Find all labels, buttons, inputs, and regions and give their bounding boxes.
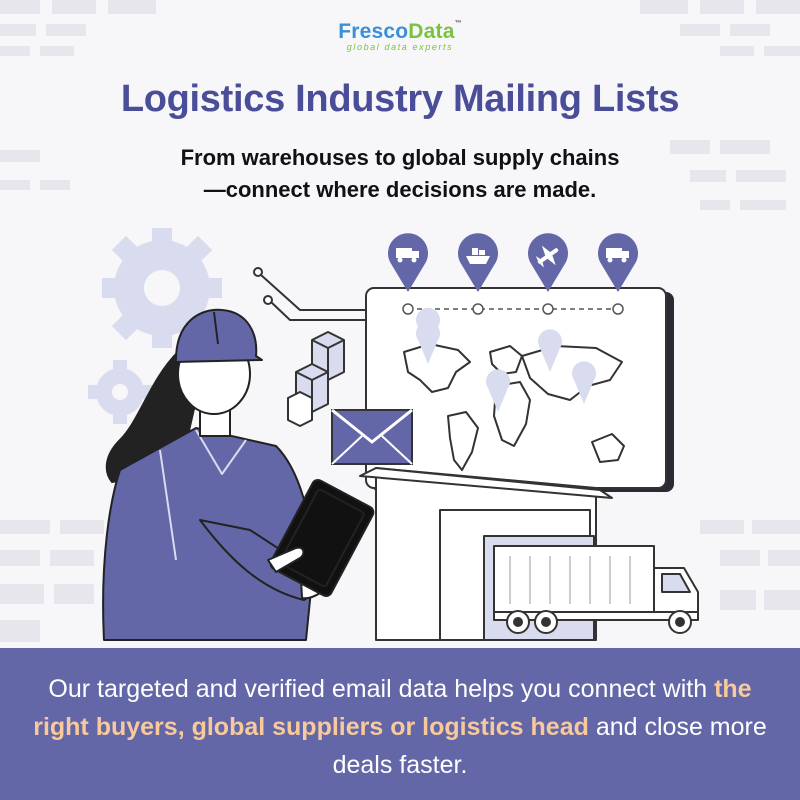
logo-wordmark: FrescoData™	[0, 20, 800, 44]
subheadline-line2: —connect where decisions are made.	[203, 177, 597, 202]
ship-icon	[466, 248, 490, 264]
boxes-icon	[287, 331, 345, 427]
footer-band: Our targeted and verified email data hel…	[0, 648, 800, 800]
pin-truck-1	[388, 233, 428, 292]
pin-airplane	[528, 233, 568, 292]
delivery-truck	[493, 545, 699, 634]
brand-logo: FrescoData™ global data experts	[0, 20, 800, 52]
truck-icon	[396, 248, 419, 263]
logo-part2: Data	[408, 20, 455, 43]
footer-highlight: the right buyers, global suppliers or lo…	[33, 675, 752, 741]
envelope-icon	[331, 408, 413, 465]
footer-text-1: Our targeted and verified email data hel…	[48, 675, 715, 703]
footer-text-2: and close more deals faster.	[332, 713, 767, 779]
airplane-icon	[535, 245, 559, 268]
footer-message: Our targeted and verified email data hel…	[30, 670, 770, 784]
pin-ship	[458, 233, 498, 292]
headline: Logistics Industry Mailing Lists	[120, 78, 680, 120]
subheadline: From warehouses to global supply chains …	[0, 142, 800, 206]
logistics-illustration	[88, 228, 699, 641]
logo-tagline: global data experts	[346, 42, 454, 52]
trademark: ™	[454, 20, 462, 27]
pin-truck-2	[598, 233, 638, 292]
tablet-icon	[269, 479, 375, 597]
truck-icon	[606, 248, 629, 263]
world-map-board	[365, 287, 674, 492]
logo-part1: Fresco	[338, 20, 409, 43]
subheadline-line1: From warehouses to global supply chains	[180, 145, 620, 170]
worker-person	[102, 308, 375, 641]
